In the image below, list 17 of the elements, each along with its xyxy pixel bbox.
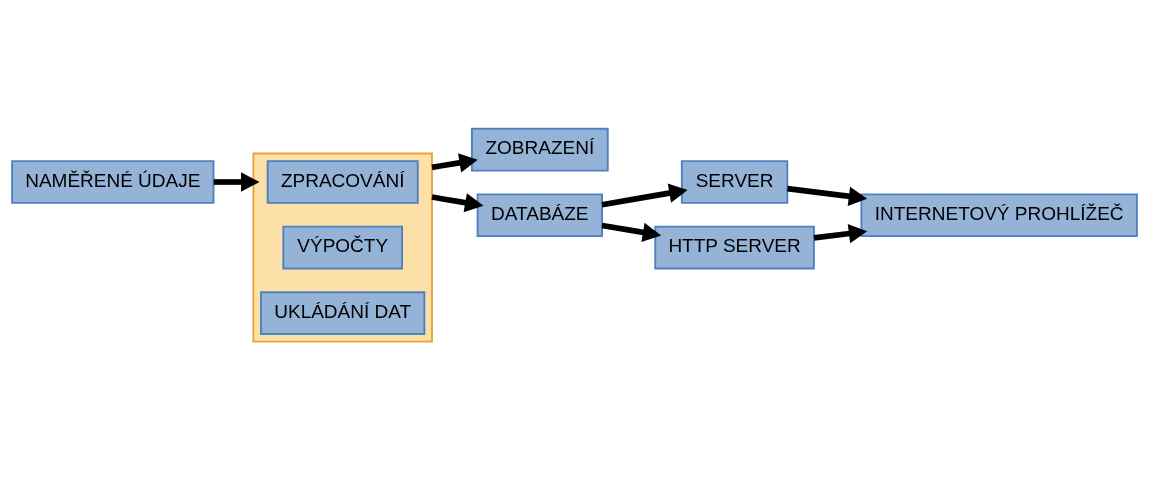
- node-box: HTTP SERVER: [654, 225, 815, 269]
- cluster: [252, 152, 433, 343]
- node-box: DATABÁZE: [476, 192, 603, 237]
- arrow: [787, 185, 868, 206]
- arrow: [601, 222, 662, 242]
- arrow: [601, 183, 688, 207]
- node-box: ZOBRAZENÍ: [470, 127, 609, 172]
- node-box: SERVER: [680, 159, 789, 204]
- arrow: [431, 152, 478, 172]
- arrow: [213, 171, 260, 192]
- node-box: VÝPOČTY: [282, 225, 403, 269]
- node-box: INTERNETOVÝ PROHLÍŽEČ: [860, 192, 1138, 237]
- node-box: ZPRACOVÁNÍ: [266, 159, 419, 204]
- node-box: UKLÁDÁNÍ DAT: [260, 290, 426, 335]
- node-box: NAMĚŘENÉ ÚDAJE: [11, 159, 215, 204]
- arrow: [431, 192, 484, 212]
- arrow: [813, 223, 868, 243]
